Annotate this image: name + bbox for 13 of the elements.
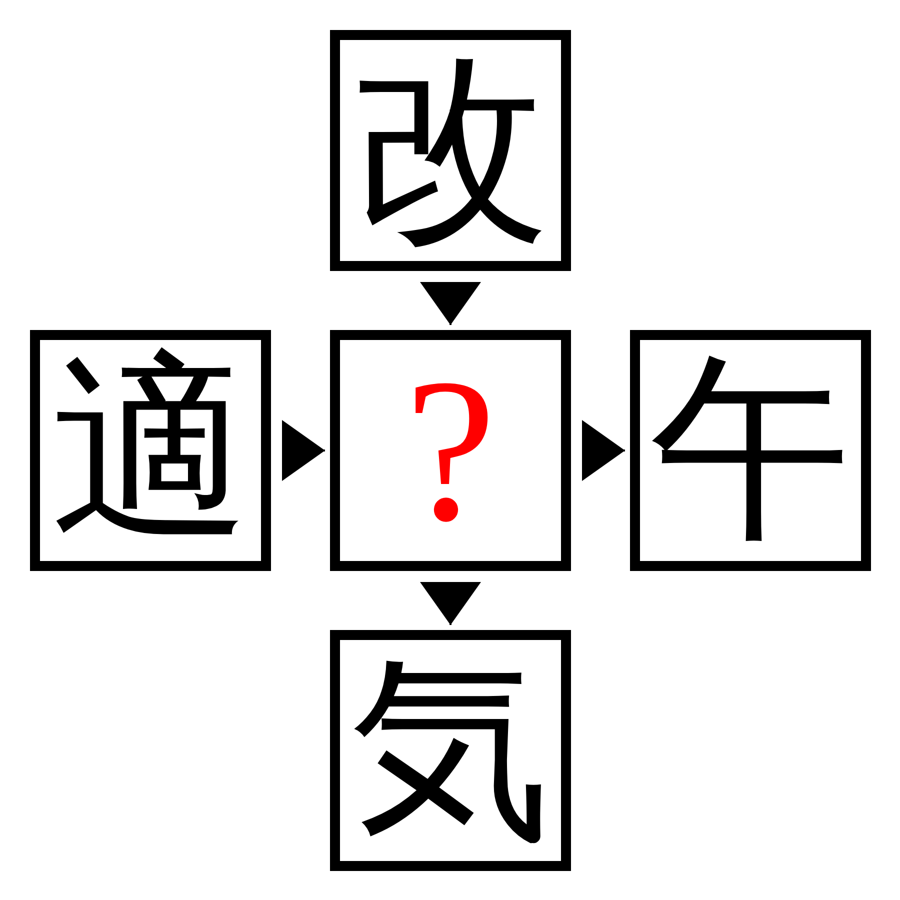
question-mark: ? [405, 348, 496, 553]
character-box [30, 330, 271, 571]
kanji-character: 気 [350, 650, 550, 850]
kanji-character: 午 [650, 350, 850, 550]
character-box [330, 330, 571, 571]
arrow [582, 420, 625, 481]
character-box [630, 330, 871, 571]
arrow [420, 582, 481, 625]
arrow [420, 282, 481, 325]
character-box [330, 630, 571, 871]
arrow [282, 420, 325, 481]
kanji-character: 改 [350, 50, 550, 250]
character-box [330, 30, 571, 271]
